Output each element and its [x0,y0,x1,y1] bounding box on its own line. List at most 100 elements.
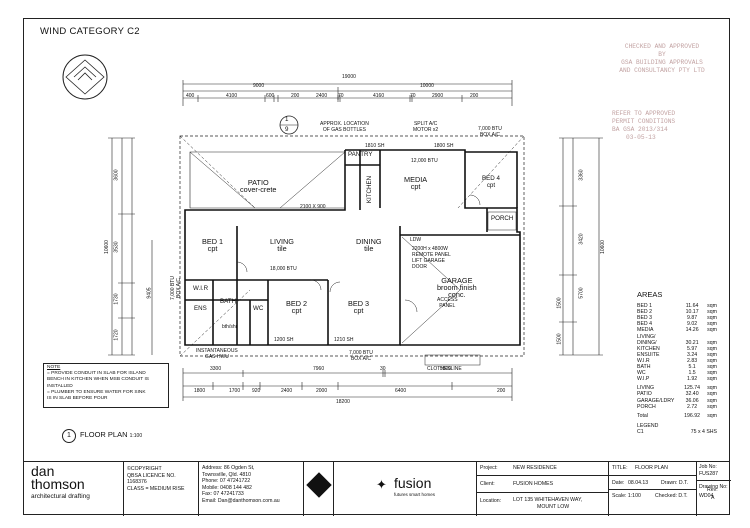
area-value: 1.5 [688,370,696,377]
area-value: 9.02 [687,321,698,328]
annotation-line: 7,000 BTU [349,350,373,356]
rev-label: Rev: [707,487,718,493]
room-bed1: BED 1 cpt [202,238,223,252]
area-name: BED 4 [637,321,652,328]
area-name: MEDIA [637,327,654,334]
job-label: Job No: [699,464,717,470]
area-name: BED 1 [637,303,652,310]
licence-line: CLASS = MEDIUM RISE [127,485,185,492]
checked-by: Checked: D.T. [655,493,688,499]
dimension-label: 3300 [210,366,222,372]
area-unit: sqm [707,321,717,328]
copyright-block: ©COPYRIGHT QBSA LICENCE NO. 1168376 CLAS… [123,462,198,516]
area-name: BATH [637,364,651,371]
living-ac-note: 18,000 BTU [270,266,297,272]
room-pantry: PANTRY [348,151,373,158]
dimension-overall: 19000 [342,74,356,80]
dimension-label: 30 [380,366,386,372]
dimension-label: 9405 [146,287,153,299]
room-bed3: BED 3 cpt [348,300,369,314]
construction-note: NOTE = PROVIDE CONDUIT IN SLAB FOR ISLAN… [43,363,169,408]
note-line: = PROVIDE CONDUIT IN SLAB FOR ISLAND [47,371,146,377]
area-name: LIVING [637,385,655,392]
window-size: 1200 SH [274,337,294,343]
drawing-number: 1 [62,429,76,443]
date-label: Date: [612,480,625,486]
licence-line: QBSA LICENCE NO. [127,472,176,479]
approval-stamp: CHECKED AND APPROVED BY GSA BUILDING APP… [594,43,730,75]
date-value: 08.04.13 [628,480,649,486]
annotation-line: GAS HWU [204,354,229,360]
stamp-line: BA GSA 2013/314 [612,126,668,133]
company-tagline: architectural drafting [31,493,90,500]
area-value: 2.83 [687,357,698,364]
room-finish: tile [277,244,287,253]
contact-line: Email: Dan@danthomson.com.au [202,497,280,504]
area-unit: sqm [707,315,717,322]
drawing-scale: 1:100 [129,433,143,439]
annotation-line: 7,000 BTU [478,126,502,132]
location-label: Location: [480,498,502,504]
area-unit: sqm [707,345,717,352]
area-unit: sqm [707,385,717,392]
area-row: LIVING/ [637,334,717,340]
client-label: Client: [480,481,495,487]
annotation-line: PANEL [439,303,456,309]
room-name: DINING [356,237,382,246]
area-value: 1.92 [687,376,698,383]
dimension-label: 5800 [440,366,452,372]
area-unit: sqm [707,351,717,358]
room-kitchen: KITCHEN [366,175,374,204]
room-bed2: BED 2 cpt [286,300,307,314]
client-logo-text: fusion [394,475,432,491]
area-unit: sqm [707,339,717,346]
dimension-label: 10000 [420,83,434,89]
note-line: INSTALLED [47,383,73,389]
dimension-label: 3360 [578,169,585,181]
room-name: BED 1 [202,237,224,246]
room-ensuite: ENS [194,305,207,312]
access-panel-note: ACCESS PANEL [437,297,458,309]
hot-water-note: INSTANTANEOUS GAS HWU [196,348,238,360]
dimension-label: 2900 [432,93,444,99]
stamp-line: 03-05-13 [626,134,656,141]
legend-row: C1 75 x 4 SHS [637,429,717,435]
area-name: LIVING/ [637,333,656,340]
drawing-name: FLOOR PLAN [80,430,128,439]
note-line: BENCH IN KITCHEN WHEN MSB CONDUIT IS [47,377,149,383]
area-name: W.I.P [637,376,650,383]
room-name: BED 2 [286,299,308,308]
room-finish: broom finish [437,283,477,292]
dimension-label: 400 [186,93,195,99]
contact-line: Mobile: 0408 144 482 [202,484,252,491]
location-value: LOT 135 WHITEHAVEN WAY, [513,497,583,503]
note-title: NOTE [47,365,61,370]
area-name: PORCH [637,403,656,410]
client-logo-tagline: futures smart homes [394,492,436,497]
room-name: PATIO [247,178,269,187]
annotation-line: 2200H x 4800W [412,246,448,252]
area-unit: sqm [707,412,717,419]
garage-door-note: 2200H x 4800W REMOTE PANEL LIFT GARAGE D… [412,246,451,270]
area-value: 9.87 [687,315,698,322]
dimension-label: 2000 [316,388,328,394]
box-ac-top-note: 7,000 BTU BOX A/C [478,126,502,138]
area-unit: sqm [707,370,717,377]
area-value: 36.06 [685,397,699,404]
annotation-line: LIFT GARAGE [412,258,445,264]
seal-icon [306,472,332,498]
contact-line: Phone: 07 47241722 [202,478,251,485]
area-unit: sqm [707,303,717,310]
areas-title: AREAS [637,290,663,299]
room-bath: BATH [220,298,236,305]
copyright-text: COPYRIGHT [130,466,162,472]
seal-block [303,462,333,516]
room-living: LIVING tile [270,238,294,252]
stamp-line: CHECKED AND APPROVED [624,43,700,50]
area-name: KITCHEN [637,345,660,352]
stamp-line: PERMIT CONDITIONS [612,118,676,125]
